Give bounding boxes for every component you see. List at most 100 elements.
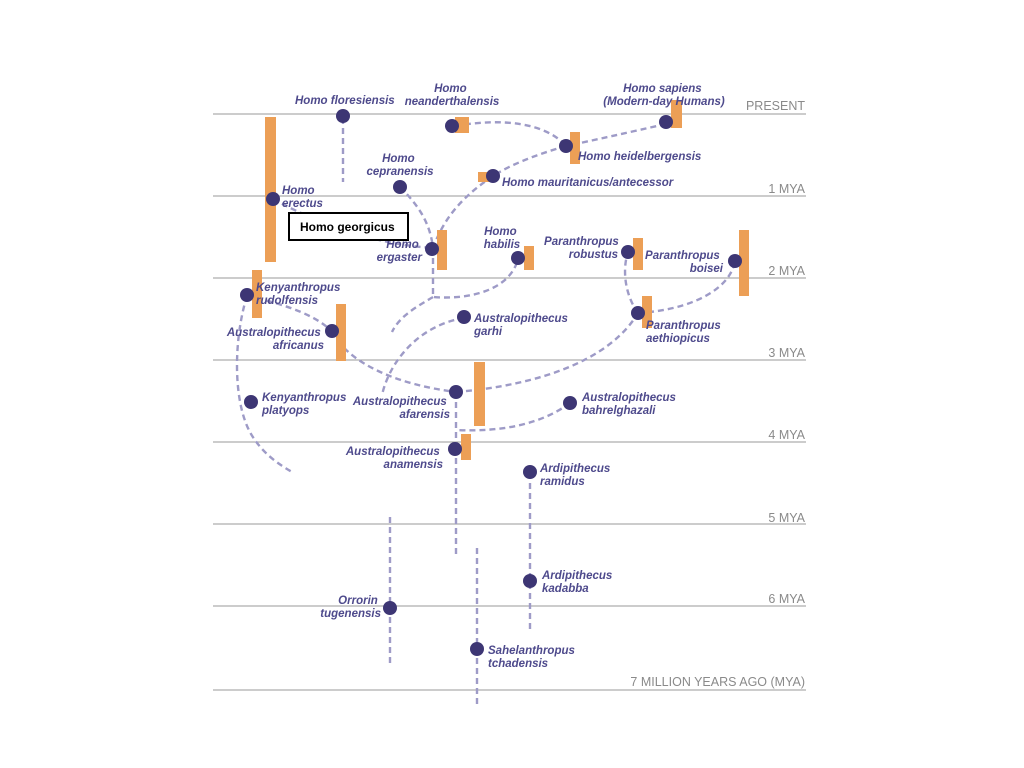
range-bar-africanus (336, 304, 346, 361)
link-bahrelghazali (455, 402, 571, 432)
label-tugenensis-line1: Orrorin (338, 595, 378, 607)
time-label-7mya: 7 MILLION YEARS AGO (MYA) (630, 675, 805, 689)
range-bar-sapiens (671, 100, 682, 128)
label-ergaster: Homo ergaster (377, 239, 423, 264)
time-labels: PRESENT 1 MYA 2 MYA 3 MYA 4 MYA 5 MYA 6 … (630, 99, 805, 689)
range-bar-boisei (739, 230, 749, 296)
link-ergaster-habilis (431, 248, 520, 299)
time-label-2mya: 2 MYA (768, 264, 805, 278)
label-bahrelghazali-line2: bahrelghazali (582, 405, 656, 417)
label-neanderthalensis: Homo neanderthalensis (405, 83, 500, 108)
label-habilis: Homo habilis (484, 226, 520, 251)
link-africanus-afarensis (330, 331, 457, 394)
node-platyops (244, 395, 258, 409)
label-ramidus-line2: ramidus (540, 476, 585, 488)
label-ramidus-line1: Ardipithecus (539, 463, 610, 475)
link-rudolfensis-platyops (235, 295, 293, 474)
label-cepranensis: Homo cepranensis (366, 153, 433, 178)
range-bar-heidelbergensis (570, 132, 580, 164)
label-africanus-line2: africanus (273, 340, 324, 352)
label-rudolfensis: Kenyanthropus rudolfensis (256, 282, 344, 307)
range-bar-habilis (524, 246, 534, 270)
label-tchadensis: Sahelanthropus tchadensis (488, 645, 578, 670)
label-kadabba-line1: Ardipithecus (541, 570, 612, 582)
node-heidelbergensis (559, 139, 573, 153)
time-label-present: PRESENT (746, 99, 805, 113)
label-tchadensis-line2: tchadensis (488, 658, 548, 670)
label-platyops: Kenyanthropus platyops (261, 392, 350, 417)
label-heidelbergensis: Homo heidelbergensis (578, 151, 701, 163)
species-nodes (240, 109, 742, 656)
label-sapiens: Homo sapiens (Modern-day Humans) (603, 83, 725, 108)
node-aethiopicus (631, 306, 645, 320)
node-ergaster (425, 242, 439, 256)
range-bar-afarensis (474, 362, 485, 426)
label-habilis-line1: Homo (484, 226, 517, 238)
label-boisei-line2: boisei (690, 263, 724, 275)
label-aethiopicus-line2: aethiopicus (646, 333, 710, 345)
range-bar-anamensis (461, 434, 471, 460)
label-ramidus: Ardipithecus ramidus (539, 463, 614, 488)
highlight-box-georgicus: Homo georgicus (288, 212, 409, 241)
label-platyops-line1: Kenyanthropus (262, 392, 346, 404)
node-sapiens (659, 115, 673, 129)
label-afarensis: Australopithecus afarensis (352, 396, 450, 421)
label-cepranensis-line2: cepranensis (366, 166, 433, 178)
label-afarensis-line2: afarensis (399, 409, 450, 421)
label-neanderthalensis-line1: Homo (434, 83, 467, 95)
label-rudolfensis-line2: rudolfensis (256, 295, 318, 307)
label-bahrelghazali: Australopithecus bahrelghazali (581, 392, 679, 417)
label-bahrelghazali-line1: Australopithecus (581, 392, 676, 404)
label-sapiens-line2: (Modern-day Humans) (603, 96, 725, 108)
label-erectus: Homo erectus (282, 185, 323, 210)
node-africanus (325, 324, 339, 338)
time-label-5mya: 5 MYA (768, 511, 805, 525)
node-floresiensis (336, 109, 350, 123)
species-labels: Homo floresiensis Homo neanderthalensis … (226, 83, 725, 670)
link-aethiopicus-robustus (623, 251, 639, 314)
label-mauritanicus: Homo mauritanicus/antecessor (502, 177, 674, 189)
label-garhi-line1: Australopithecus (473, 313, 568, 325)
node-bahrelghazali (563, 396, 577, 410)
range-bar-rudolfensis (252, 270, 262, 318)
label-africanus-line1: Australopithecus (226, 327, 321, 339)
label-robustus-line1: Paranthropus (544, 236, 619, 248)
node-cepranensis (393, 180, 407, 194)
label-aethiopicus: Paranthropus aethiopicus (646, 320, 724, 345)
highlight-box-frame (288, 212, 409, 241)
label-afarensis-line1: Australopithecus (352, 396, 447, 408)
time-label-3mya: 3 MYA (768, 346, 805, 360)
node-tchadensis (470, 642, 484, 656)
time-label-4mya: 4 MYA (768, 428, 805, 442)
highlight-box-label: Homo georgicus (300, 220, 395, 234)
label-tchadensis-line1: Sahelanthropus (488, 645, 575, 657)
link-neanderthalensis-heidelbergensis (454, 121, 567, 147)
label-garhi-line2: garhi (473, 326, 503, 338)
range-bar-robustus (633, 238, 643, 270)
node-boisei (728, 254, 742, 268)
label-habilis-line2: habilis (484, 239, 520, 251)
label-robustus: Paranthropus robustus (544, 236, 622, 261)
time-label-1mya: 1 MYA (768, 182, 805, 196)
label-neanderthalensis-line2: neanderthalensis (405, 96, 500, 108)
link-habilis-stub (390, 295, 434, 333)
range-bar-ergaster (437, 230, 447, 270)
label-aethiopicus-line1: Paranthropus (646, 320, 721, 332)
time-grid (213, 113, 806, 691)
link-mauritanicus-ergaster (431, 175, 494, 249)
label-anamensis: Australopithecus anamensis (345, 446, 443, 471)
label-rudolfensis-line1: Kenyanthropus (256, 282, 340, 294)
label-boisei-line1: Paranthropus (645, 250, 720, 262)
node-anamensis (448, 442, 462, 456)
link-cepranensis-ergaster (399, 186, 435, 249)
label-floresiensis-line1: Homo floresiensis (295, 95, 395, 107)
label-erectus-line1: Homo (282, 185, 315, 197)
label-platyops-line2: platyops (261, 405, 309, 417)
label-tugenensis: Orrorin tugenensis (320, 595, 381, 620)
label-tugenensis-line2: tugenensis (320, 608, 381, 620)
range-bar-aethiopicus (642, 296, 652, 328)
range-bar-erectus (265, 117, 276, 262)
node-habilis (511, 251, 525, 265)
label-garhi: Australopithecus garhi (473, 313, 571, 338)
